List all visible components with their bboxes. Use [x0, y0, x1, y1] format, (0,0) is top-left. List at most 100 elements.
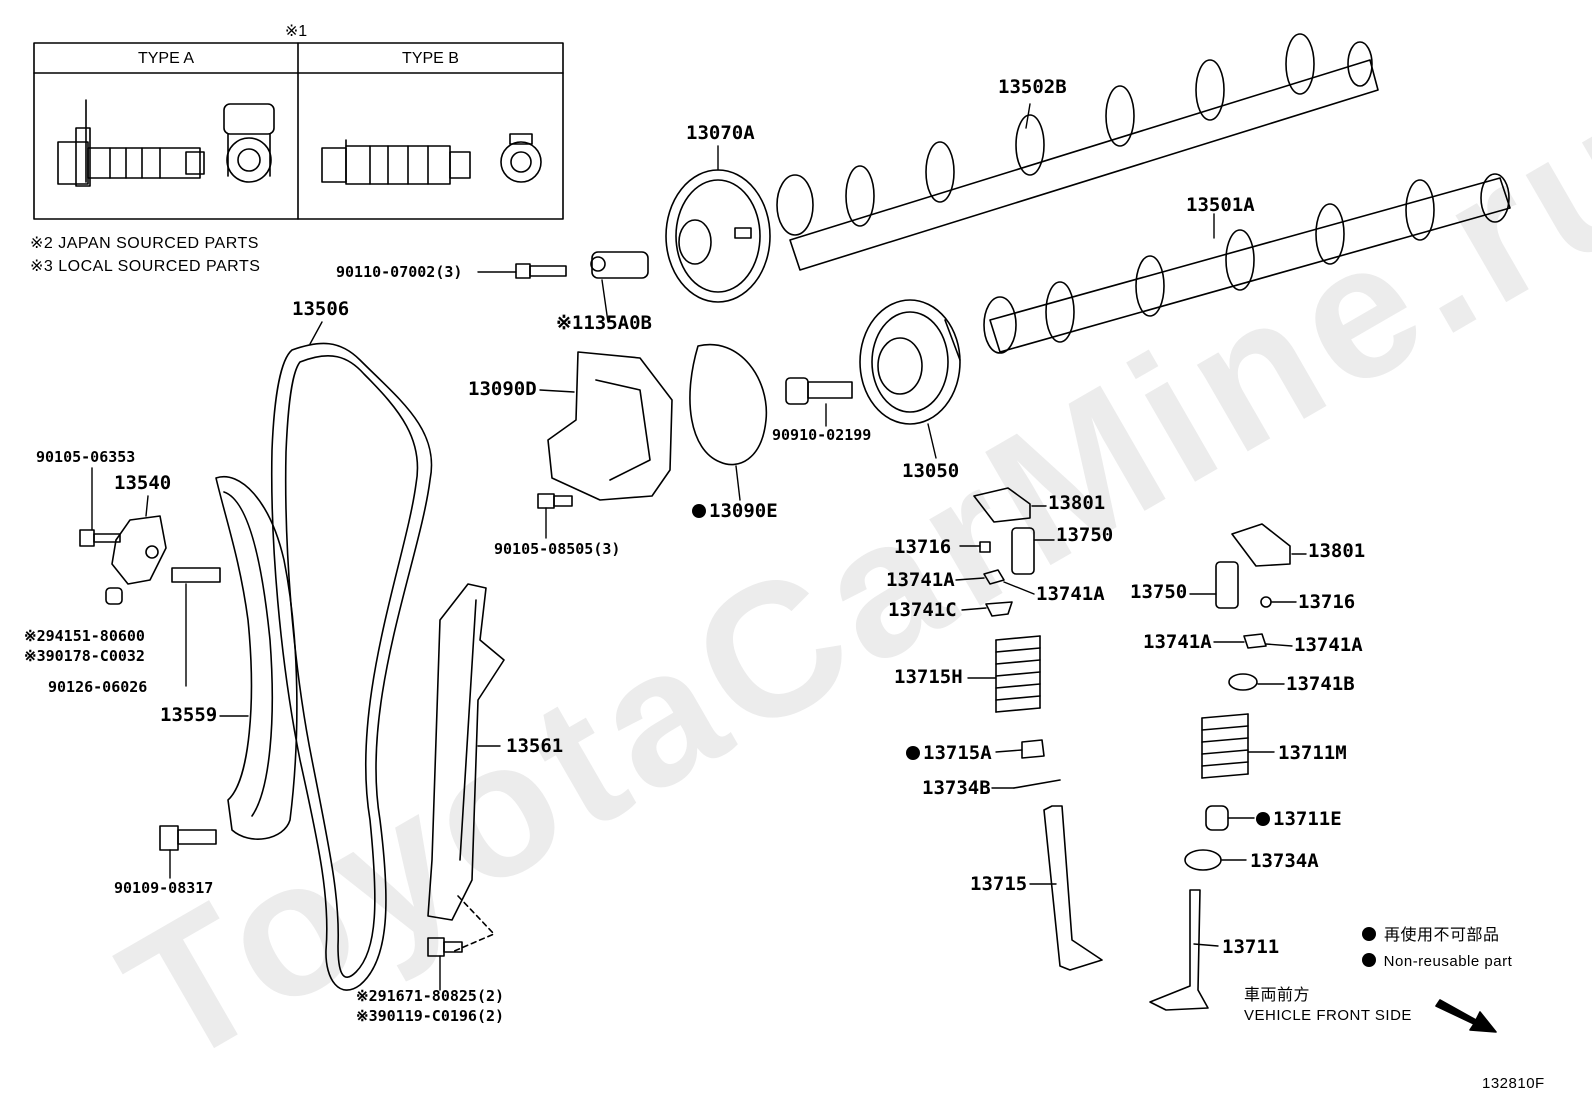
lash-adjuster-13750-left: [1011, 527, 1035, 575]
note-local-sourced: ※3 LOCAL SOURCED PARTS: [30, 258, 261, 275]
valve-stem-seal-13715a: [1021, 739, 1045, 759]
valve-stem-cap-13716-right: [1260, 596, 1272, 608]
legend-dot-icon: [1362, 953, 1376, 967]
label-13715a-text: 13715A: [923, 742, 992, 764]
front-side-jp: 車両前方: [1244, 987, 1311, 1004]
label-13741a-2: 13741A: [1036, 583, 1105, 605]
leader-lines: [91, 103, 1307, 991]
label-13715h: 13715H: [894, 666, 963, 688]
rocker-arm-13801-left: [973, 487, 1031, 523]
label-91671-80825: ※291671-80825(2): [356, 987, 505, 1005]
valve-keeper-13741a-right: [1243, 633, 1267, 649]
stud-90126-06026: [171, 567, 221, 583]
label-13502b: 13502B: [998, 76, 1067, 98]
valve-stem-cap-13716-left: [979, 541, 991, 553]
label-90110-07002: 90110-07002(3): [336, 263, 463, 281]
valve-keeper-13741a-left: [983, 569, 1005, 585]
legend-non-reusable-jp: 再使用不可部品: [1362, 926, 1499, 946]
label-13090e-text: 13090E: [709, 500, 778, 522]
ocv-valve-type-a: [57, 99, 205, 187]
label-13801-left: 13801: [1048, 492, 1106, 514]
label-90105-08505: 90105-08505(3): [494, 540, 621, 558]
label-13715a: 13715A: [906, 742, 992, 764]
label-13506: 13506: [292, 298, 350, 320]
bolt-90110-07002: [515, 263, 567, 279]
non-reusable-dot-icon: [906, 746, 920, 760]
label-13501a: 13501A: [1186, 194, 1255, 216]
valve-guide-13734a: [1184, 849, 1222, 871]
tensioner-slipper-13559: [215, 475, 298, 840]
figure-code: 132810F: [1482, 1075, 1545, 1092]
label-13090d: 13090D: [468, 378, 537, 400]
spring-retainer-13741c: [985, 601, 1013, 617]
label-13750-left: 13750: [1056, 524, 1114, 546]
label-13741a-4: 13741A: [1294, 634, 1363, 656]
camshaft-timing-gear-13070a: [665, 169, 771, 303]
intake-valve-13711: [1149, 889, 1209, 1011]
type-a-header: TYPE A: [137, 50, 195, 67]
label-13734b: 13734B: [922, 777, 991, 799]
inset-marker: ※1: [284, 23, 308, 40]
ocv-bracket-type-a: [223, 103, 275, 183]
vvt-gear-13050: [859, 299, 961, 425]
label-90119-c0196: ※390119-C0196(2): [356, 1007, 505, 1025]
label-13716-right: 13716: [1298, 591, 1356, 613]
label-90109-08317: 90109-08317: [114, 879, 214, 897]
label-90178-c0032: ※390178-C0032: [24, 647, 145, 665]
label-13711e: 13711E: [1256, 808, 1342, 830]
valve-spring-13711m: [1201, 713, 1249, 779]
label-13716-left: 13716: [894, 536, 952, 558]
label-13711: 13711: [1222, 936, 1280, 958]
exhaust-valve-13715: [1043, 805, 1103, 971]
label-90910-02199: 90910-02199: [772, 426, 872, 444]
gasket-13090e: [689, 343, 768, 466]
chain-guide-13561: [427, 583, 505, 921]
label-13050: 13050: [902, 460, 960, 482]
ocv-seal-type-b: [500, 133, 542, 183]
chain-tensioner-13540: [111, 515, 167, 585]
label-13711e-text: 13711E: [1273, 808, 1342, 830]
label-13741b: 13741B: [1286, 673, 1355, 695]
valve-stem-seal-13711e: [1205, 805, 1229, 831]
bolt-90105-08505: [537, 493, 573, 509]
oil-control-valve-135a0b: [590, 251, 649, 279]
valve-spring-13715h: [995, 635, 1041, 713]
inset-table: [33, 42, 564, 220]
bolt-90109-08317: [159, 825, 217, 851]
label-94151-80600: ※294151-80600: [24, 627, 145, 645]
note-japan-sourced: ※2 JAPAN SOURCED PARTS: [30, 235, 259, 252]
lash-adjuster-13750-right: [1215, 561, 1239, 609]
type-b-header: TYPE B: [402, 50, 459, 67]
label-90126-06026: 90126-06026: [48, 678, 148, 696]
label-13734a: 13734A: [1250, 850, 1319, 872]
exhaust-camshaft: [776, 33, 1379, 271]
legend-non-reusable-en-text: Non-reusable part: [1383, 953, 1513, 970]
legend-non-reusable-en: Non-reusable part: [1362, 952, 1512, 972]
label-13741a-3: 13741A: [1143, 631, 1212, 653]
timing-cover-13090d: [547, 351, 673, 501]
label-13090e: 13090E: [692, 500, 778, 522]
valve-guide-13734b: [1013, 779, 1061, 789]
label-13711m: 13711M: [1278, 742, 1347, 764]
nut-94151-80600: [105, 587, 123, 605]
ocv-valve-type-b: [321, 139, 471, 185]
label-13750-right: 13750: [1130, 581, 1188, 603]
label-13070a: 13070A: [686, 122, 755, 144]
label-13559: 13559: [160, 704, 218, 726]
label-13741a-1: 13741A: [886, 569, 955, 591]
spring-seat-13741b: [1228, 673, 1258, 691]
intake-camshaft: [983, 173, 1511, 354]
label-13561: 13561: [506, 735, 564, 757]
label-13715: 13715: [970, 873, 1028, 895]
label-13741c: 13741C: [888, 599, 957, 621]
bolt-90910-02199: [785, 377, 853, 405]
bolt-91671-80825: [427, 895, 495, 957]
non-reusable-dot-icon: [692, 504, 706, 518]
front-arrow-icon: [1435, 999, 1497, 1033]
non-reusable-dot-icon: [1256, 812, 1270, 826]
label-135a0b: ※1135A0B: [556, 312, 652, 334]
timing-chain-13506: [270, 342, 433, 991]
legend-non-reusable-jp-text: 再使用不可部品: [1383, 927, 1500, 944]
